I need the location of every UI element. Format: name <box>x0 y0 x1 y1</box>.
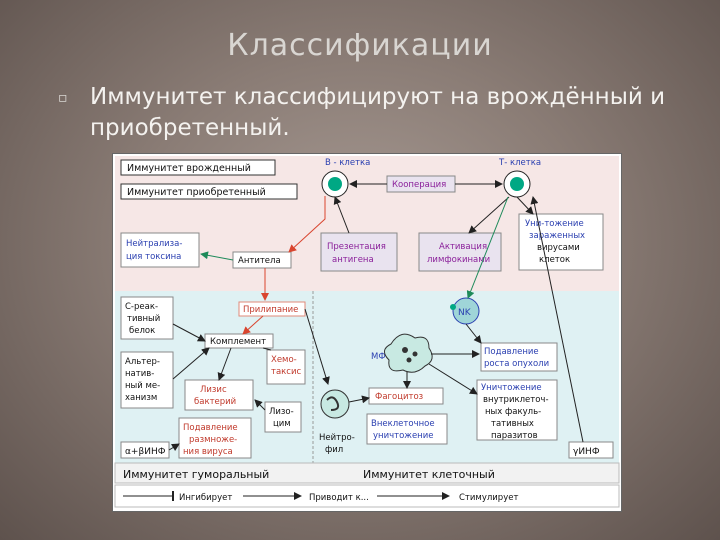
cellular-label: Иммунитет клеточный <box>363 468 495 481</box>
arrow-legend <box>114 484 620 508</box>
svg-text:внутриклеточ-: внутриклеточ- <box>483 395 549 405</box>
complement-label: Комплемент <box>210 337 266 347</box>
tumor-suppression-box <box>480 342 558 372</box>
svg-text:ных факуль-: ных факуль- <box>485 407 541 417</box>
svg-text:вирусами: вирусами <box>537 243 580 253</box>
neutrophil-icon <box>320 389 350 419</box>
bacteria-lysis-box <box>184 379 254 411</box>
legend-acquired <box>120 183 298 200</box>
svg-text:Подавление: Подавление <box>484 347 539 357</box>
svg-text:Подавление: Подавление <box>183 423 238 433</box>
svg-text:Лизис: Лизис <box>200 385 227 395</box>
bullet-item: ▫ Иммунитет классифицируют на врождённый… <box>58 82 698 144</box>
b-cell-label: В - клетка <box>325 158 370 168</box>
svg-text:ция токсина: ция токсина <box>126 252 181 262</box>
svg-text:Презентация: Презентация <box>327 242 386 252</box>
legend-innate-label: Иммунитет врожденный <box>127 163 251 174</box>
antigen-presentation-box <box>320 232 398 272</box>
svg-text:Уничтожение: Уничтожение <box>481 383 542 393</box>
cooperation-label: Кооперация <box>392 180 446 190</box>
svg-text:Хемо-: Хемо- <box>271 355 297 365</box>
svg-text:ный ме-: ный ме- <box>125 381 160 391</box>
svg-text:цим: цим <box>273 419 291 429</box>
lymphokine-activation-box <box>418 232 502 272</box>
slide-title: Классификации <box>227 28 493 63</box>
bullet-text: Иммунитет классифицируют на врождённый и… <box>90 84 666 141</box>
svg-text:зараженных: зараженных <box>529 231 585 241</box>
virus-suppression-box <box>178 417 252 459</box>
lysozyme-box <box>264 401 302 433</box>
svg-text:лимфокинами: лимфокинами <box>427 255 490 265</box>
intracellular-destruction-box <box>476 379 558 441</box>
humoral-label: Иммунитет гуморальный <box>123 468 269 481</box>
svg-text:антигена: антигена <box>332 255 374 265</box>
t-cell-label: Т- клетка <box>498 158 541 168</box>
svg-text:ханизм: ханизм <box>125 393 157 403</box>
inhibits-label: Ингибирует <box>179 493 232 503</box>
antibodies-label: Антитела <box>238 256 281 266</box>
phagocytosis-label: Фагоцитоз <box>375 392 424 402</box>
svg-text:таксис: таксис <box>271 367 301 377</box>
svg-text:С-реак-: С-реак- <box>125 302 158 312</box>
nk-label: NK <box>458 308 472 318</box>
leads-to-label: Приводит к... <box>309 493 369 503</box>
svg-text:Нейтрализа-: Нейтрализа- <box>126 239 182 249</box>
macrophage-icon <box>384 333 433 373</box>
svg-text:тативных: тативных <box>491 419 534 429</box>
stimulates-label: Стимулирует <box>459 493 518 503</box>
legend-innate <box>120 159 276 176</box>
svg-text:фил: фил <box>325 445 343 455</box>
legend-acquired-label: Иммунитет приобретенный <box>127 187 266 198</box>
ab-ifn-label: α+βИНФ <box>125 447 166 457</box>
svg-text:Нейтро-: Нейтро- <box>319 433 355 443</box>
infected-cells-destruction-box <box>518 213 604 271</box>
svg-text:размноже-: размноже- <box>189 435 237 445</box>
svg-text:Внеклеточное: Внеклеточное <box>371 419 435 429</box>
immunity-diagram: Иммунитет врожденный Иммунитет приобрете… <box>112 153 622 512</box>
crp-box <box>120 296 174 340</box>
svg-text:белок: белок <box>129 326 155 336</box>
g-ifn-box <box>568 441 614 459</box>
svg-text:бактерий: бактерий <box>194 397 236 407</box>
svg-text:Альтер-: Альтер- <box>125 357 160 367</box>
svg-text:ния вируса: ния вируса <box>183 447 233 457</box>
t-cell-nucleus-icon <box>510 177 524 191</box>
adhesion-label: Прилипание <box>243 305 298 315</box>
b-cell-nucleus-icon <box>328 177 342 191</box>
svg-text:клеток: клеток <box>539 255 570 265</box>
svg-text:Уни-тожение: Уни-тожение <box>525 219 584 229</box>
svg-text:тивный: тивный <box>127 314 160 324</box>
svg-text:уничтожение: уничтожение <box>373 431 433 441</box>
mf-label: МФ <box>371 352 386 362</box>
g-ifn-label: γИНФ <box>573 447 600 457</box>
svg-text:Активация: Активация <box>439 242 487 252</box>
svg-text:паразитов: паразитов <box>491 431 538 441</box>
svg-text:Лизо-: Лизо- <box>269 407 294 417</box>
diagram-svg: Иммунитет врожденный Иммунитет приобрете… <box>114 156 620 508</box>
svg-text:натив-: натив- <box>125 369 154 379</box>
extracellular-destruction-box <box>366 413 448 445</box>
alternative-box <box>120 351 174 409</box>
svg-text:роста опухоли: роста опухоли <box>484 359 549 369</box>
neutralization-box <box>120 232 200 268</box>
chemotaxis-box <box>266 349 306 385</box>
bullet-icon: ▫ <box>58 90 68 106</box>
